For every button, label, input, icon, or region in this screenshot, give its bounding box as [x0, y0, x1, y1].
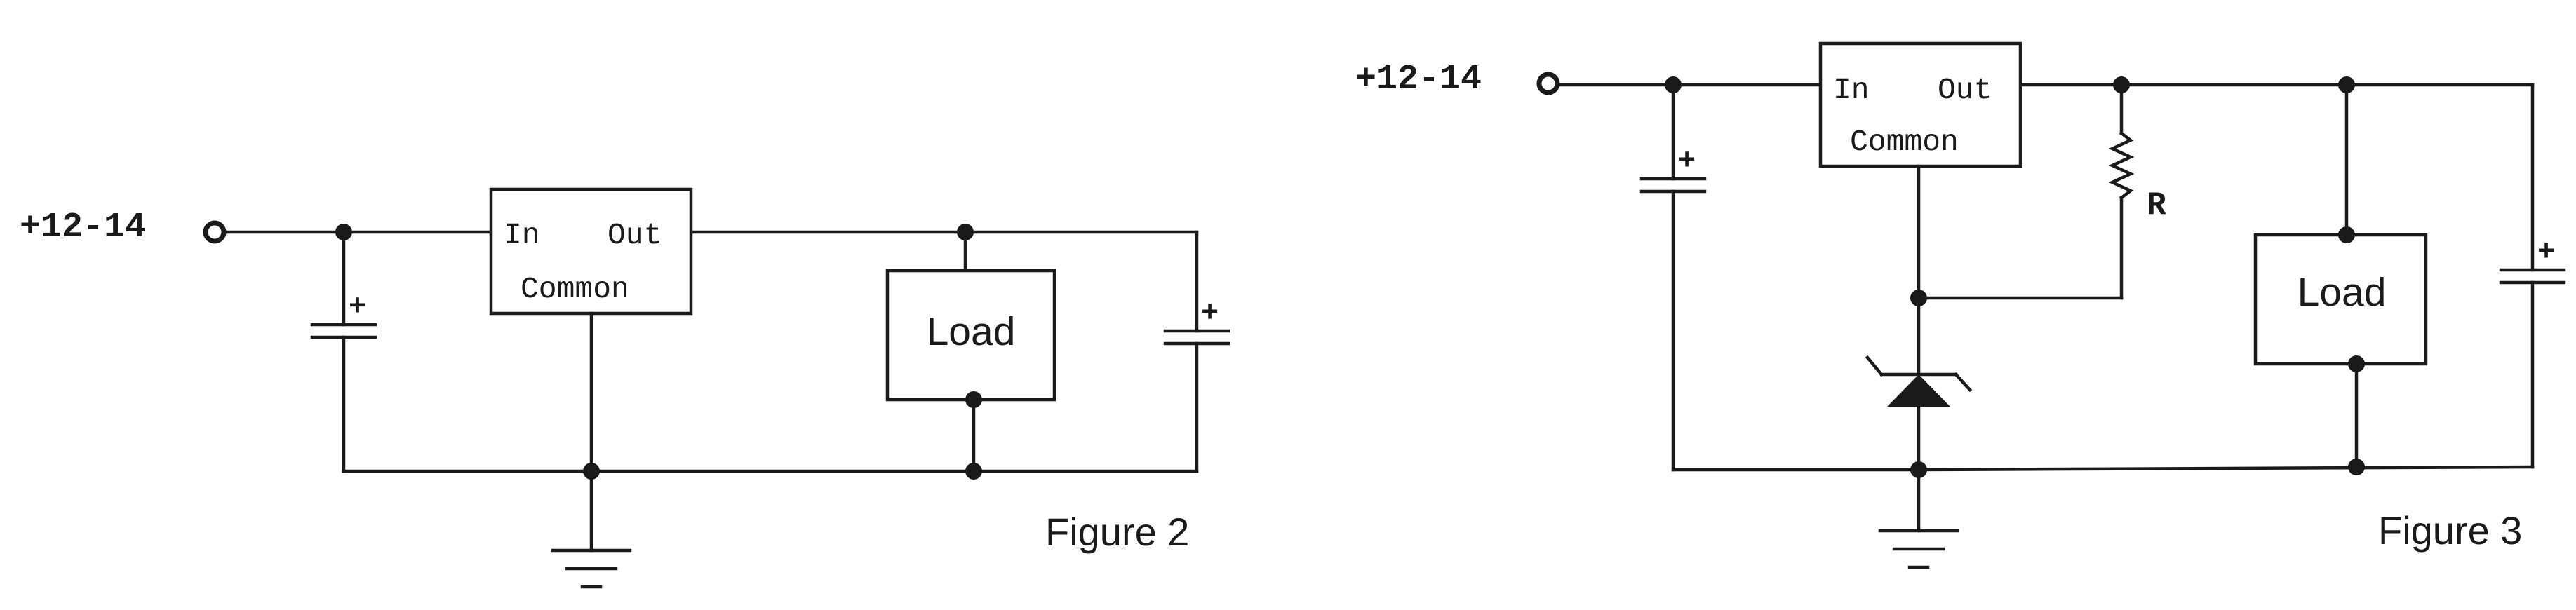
fig3-output-capacitor: +: [2499, 83, 2566, 469]
fig3-load-label: Load: [2297, 270, 2387, 315]
fig3-input-capacitor: +: [1639, 83, 1707, 472]
fig3-input-terminal: [1536, 72, 1560, 95]
fig3-junction-load-input: [2338, 226, 2355, 243]
fig2-input-capacitor: +: [310, 230, 377, 473]
fig2-caption: Figure 2: [1045, 510, 1189, 554]
fig3-zener-diode: [1865, 355, 1973, 407]
fig3-ground-rail-right: [1917, 465, 2535, 472]
fig3-regulator: In Out Common: [1818, 41, 2022, 168]
fig2-load: Load: [885, 269, 1056, 402]
fig3-reg-in-label: In: [1833, 73, 1870, 107]
fig2-ground-symbol: [551, 548, 632, 589]
figure-3-circuit: +12-14 + In Out Common: [1355, 41, 2566, 569]
fig3-cap1-polarity: +: [1678, 144, 1696, 178]
fig3-input-label: +12-14: [1355, 60, 1482, 100]
fig2-junction-output: [957, 224, 974, 240]
fig2-junction-ground: [583, 463, 600, 480]
fig2-load-label: Load: [927, 309, 1016, 354]
fig2-cap2-polarity: +: [1201, 297, 1219, 330]
fig2-output-capacitor: +: [1163, 297, 1230, 473]
fig3-reg-out-label: Out: [1938, 73, 1992, 107]
fig3-reg-common-label: Common: [1850, 125, 1959, 159]
fig3-ground-symbol: [1878, 529, 1959, 569]
fig3-junction-load-top: [2338, 76, 2355, 93]
fig3-junction-zener-bias: [1910, 290, 1927, 306]
fig3-junction-input: [1665, 76, 1682, 93]
fig3-junction-ground: [1910, 461, 1927, 478]
fig3-caption: Figure 3: [2378, 508, 2522, 553]
fig2-reg-out-label: Out: [608, 218, 662, 252]
fig2-input-label: +12-14: [20, 208, 146, 248]
fig3-resistor: [2108, 130, 2135, 201]
fig3-junction-ground-load: [2348, 459, 2365, 475]
fig2-regulator: In Out Common: [489, 187, 693, 316]
fig3-junction-load-bottom: [2348, 355, 2365, 372]
fig3-junction-resistor: [2113, 76, 2130, 93]
fig2-cap1-polarity: +: [349, 290, 366, 324]
fig2-junction-ground-load: [965, 463, 982, 480]
fig3-cap2-polarity: +: [2537, 236, 2555, 269]
figure-2-circuit: +12-14 + In Out Common Load: [20, 187, 1230, 589]
fig3-resistor-label: R: [2147, 187, 2166, 224]
fig2-reg-common-label: Common: [521, 272, 629, 306]
fig2-reg-in-label: In: [504, 218, 540, 252]
fig2-junction-input: [335, 224, 352, 240]
fig2-junction-load-bottom: [965, 391, 982, 408]
fig2-input-terminal: [203, 220, 227, 244]
fig3-load: Load: [2253, 233, 2428, 366]
